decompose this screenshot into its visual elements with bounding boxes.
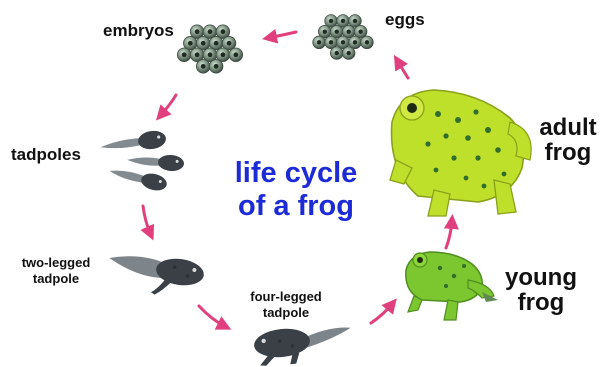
egg-core [323,29,327,33]
embryo-core [208,52,213,57]
egg-core [353,40,357,44]
label-two-legged-line-1: two-legged [8,255,104,271]
label-four-legged-line-1: four-legged [236,289,336,305]
arrow-tadpoles-to-two-legged [143,206,151,235]
egg-core [341,19,345,23]
label-eggs: eggs [385,10,425,30]
embryo-core [233,52,238,57]
tadpole-3 [107,163,168,193]
embryo-core [221,29,226,34]
tadpoles-image [99,129,184,193]
label-four-legged-line-2: tadpole [236,305,336,321]
egg-core [353,19,357,23]
embryo-core [208,29,213,34]
label-young-frog-line-2: frog [500,290,582,315]
embryo-core [201,41,206,46]
arrow-two-legged-to-four-legged [199,306,226,327]
embryo-core [195,29,200,34]
label-tadpoles: tadpoles [11,145,81,165]
arrow-eggs-to-embryos [268,32,296,38]
label-adult-frog: adult frog [538,115,598,165]
egg-core [341,40,345,44]
eggs-cluster-image [313,15,373,60]
embryos-cluster-image [177,25,242,73]
label-adult-frog-line-1: adult [538,115,598,140]
embryo-core [221,52,226,57]
embryo-core [201,64,206,69]
tadpole-2 [127,152,185,172]
diagram-title-line-2: of a frog [196,190,396,223]
young-frog-image [406,252,498,320]
arrow-embryos-to-tadpoles [160,95,176,116]
egg-core [365,40,369,44]
egg-core [358,29,362,33]
diagram-title-line-1: life cycle [196,157,396,190]
embryo-core [195,52,200,57]
egg-core [334,29,338,33]
label-four-legged-tadpole: four-legged tadpole [236,289,336,321]
embryo-core [182,52,187,57]
embryo-core [227,41,232,46]
label-young-frog-line-1: young [500,265,582,290]
embryo-core [214,41,219,46]
four-legged-tadpole-image [253,322,354,367]
label-adult-frog-line-2: frog [538,140,598,165]
egg-core [329,19,333,23]
label-two-legged-line-2: tadpole [8,271,104,287]
embryo-core [214,64,219,69]
egg-core [334,51,338,55]
two-legged-tadpole-image [105,249,205,301]
arrow-adult-to-eggs [397,60,408,78]
egg-core [329,40,333,44]
egg-core [346,29,350,33]
label-embryos: embryos [103,21,174,41]
diagram-title: life cycle of a frog [196,157,396,223]
egg-core [317,40,321,44]
label-young-frog: young frog [500,265,582,315]
adult-frog-image [390,90,531,216]
egg-core [346,51,350,55]
label-two-legged-tadpole: two-legged tadpole [8,255,104,287]
arrow-four-legged-to-young [371,303,393,323]
tadpole-1 [99,129,167,156]
arrow-young-to-adult [446,220,452,248]
embryo-core [188,41,193,46]
